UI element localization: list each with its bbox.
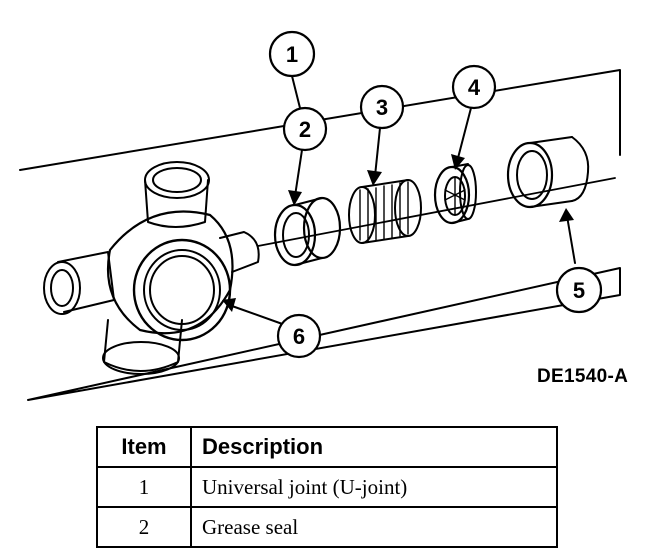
leader-line-1 bbox=[291, 75, 301, 109]
group-bracket bbox=[19, 69, 621, 401]
table-row: 1 Universal joint (U-joint) bbox=[96, 466, 558, 508]
assembly-axis bbox=[257, 177, 616, 247]
arrowhead-6 bbox=[222, 298, 236, 312]
row-item: 2 bbox=[96, 506, 192, 548]
callout-2-label: 2 bbox=[299, 117, 311, 142]
callout-5-circle bbox=[555, 266, 603, 314]
arrowhead-4 bbox=[451, 154, 465, 170]
exploded-view-diagram: 1 2 3 4 5 6 bbox=[19, 30, 621, 401]
arrowhead-3 bbox=[367, 170, 382, 186]
callout-5-label: 5 bbox=[573, 278, 585, 303]
legend-header-row: Item Description bbox=[96, 426, 558, 468]
row-item: 1 bbox=[96, 466, 192, 508]
callout-6-label: 6 bbox=[293, 324, 305, 349]
row-description: Universal joint (U-joint) bbox=[190, 466, 558, 508]
callout-2-circle bbox=[282, 106, 328, 152]
arrowhead-2 bbox=[288, 190, 302, 206]
arrowhead-5 bbox=[559, 208, 574, 222]
grease-seal bbox=[273, 196, 342, 267]
row-description: Grease seal bbox=[190, 506, 558, 548]
callout-6-circle bbox=[276, 313, 322, 359]
parts-legend-table: Item Description 1 Universal joint (U-jo… bbox=[96, 426, 558, 548]
header-item: Item bbox=[96, 426, 192, 468]
figure-code: DE1540-A bbox=[537, 366, 629, 387]
callout-4-label: 4 bbox=[468, 75, 481, 100]
thrust-washer bbox=[433, 163, 477, 225]
callout-4-circle bbox=[451, 64, 497, 110]
callout-3-circle bbox=[359, 84, 405, 130]
header-description: Description bbox=[190, 426, 558, 468]
needle-bearings bbox=[348, 179, 422, 244]
table-row: 2 Grease seal bbox=[96, 506, 558, 548]
callout-1-circle bbox=[268, 30, 316, 78]
callout-3-label: 3 bbox=[376, 95, 388, 120]
callout-1-label: 1 bbox=[286, 42, 298, 67]
u-joint-spider bbox=[43, 161, 260, 375]
bearing-cup bbox=[506, 136, 590, 209]
